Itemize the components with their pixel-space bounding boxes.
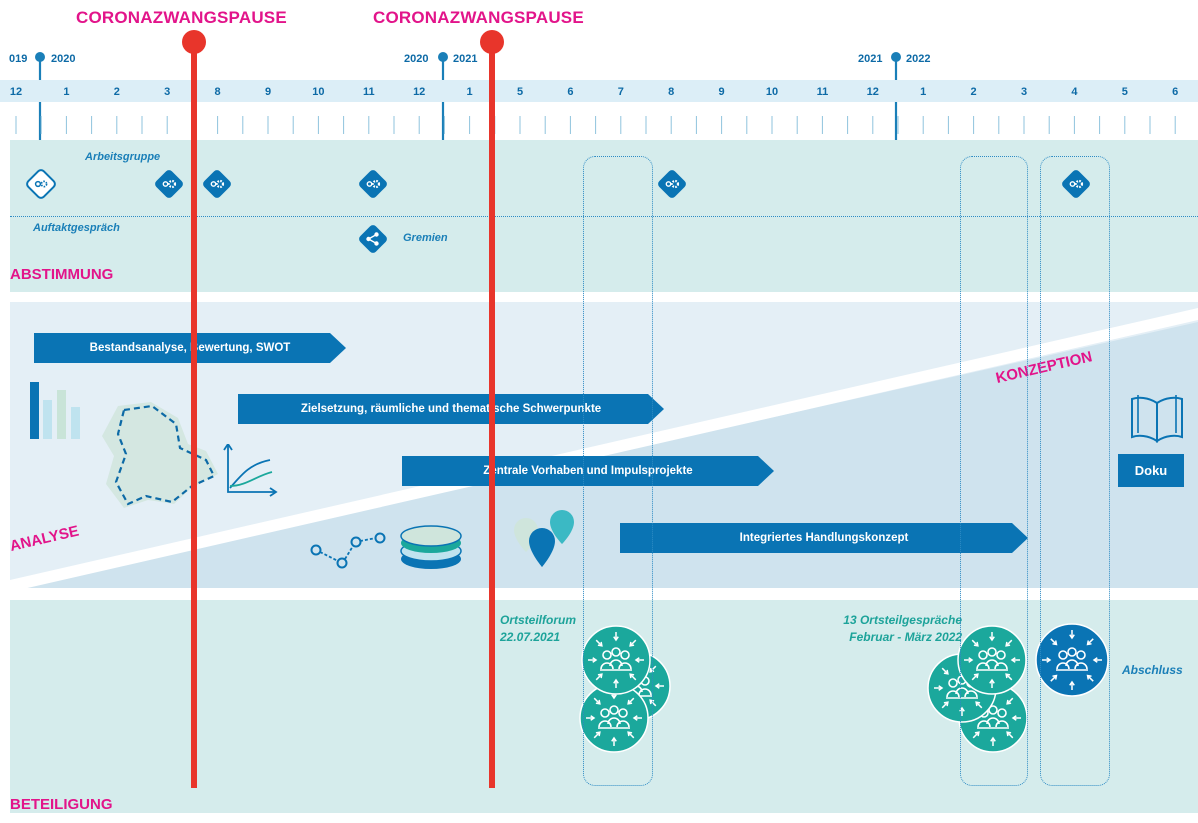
- gear-diamond-icon: [359, 170, 387, 198]
- month-label: 2: [113, 86, 120, 98]
- group-arrows-icon: [581, 625, 651, 695]
- gespraeche-title: 13 Ortsteilgespräche: [843, 613, 962, 627]
- map-pins-icon: [514, 510, 574, 567]
- month-label: 3: [164, 86, 171, 98]
- group-arrows-icon: [1035, 623, 1109, 697]
- phase-bar-zentrale-vorhaben: Zentrale Vorhaben und Impulsprojekte: [402, 456, 774, 486]
- phase-bar-zielsetzung: Zielsetzung, räumliche und thematische S…: [238, 394, 664, 424]
- share-diamond-icon: [359, 225, 387, 253]
- year-label-left-3: 2021: [858, 53, 883, 65]
- month-label: 12: [866, 86, 879, 98]
- year-label-left-1: 019: [9, 53, 28, 65]
- month-label: 5: [1121, 86, 1128, 98]
- month-label: 11: [816, 86, 829, 98]
- month-label: 11: [362, 86, 375, 98]
- bar-chart-icon: [30, 382, 80, 439]
- month-label: 6: [1172, 86, 1179, 98]
- group-arrows-icon: [957, 625, 1027, 695]
- arbeitsgruppe-label: Arbeitsgruppe: [85, 151, 161, 163]
- month-label: 3: [1020, 86, 1028, 98]
- month-label: 2: [970, 86, 977, 98]
- month-label: 8: [214, 86, 221, 98]
- gear-diamond-icon: [658, 170, 686, 198]
- month-label: 1: [466, 86, 473, 98]
- month-label: 5: [516, 86, 524, 98]
- month-label: 9: [718, 86, 725, 98]
- open-book-icon: [1131, 395, 1183, 443]
- phase-bar-bestandsanalyse: Bestandsanalyse, Bewertung, SWOT: [34, 333, 346, 363]
- ortsteilforum-title: Ortsteilforum: [500, 613, 577, 627]
- pause-label-2: CORONAZWANGSPAUSE: [373, 8, 584, 27]
- doku-box: Doku: [1118, 454, 1184, 487]
- year-label-right-3: 2022: [906, 53, 931, 65]
- pause-label-1: CORONAZWANGSPAUSE: [76, 8, 287, 27]
- month-label: 9: [264, 86, 272, 98]
- month-label: 4: [1071, 86, 1078, 98]
- gear-diamond-icon: [155, 170, 183, 198]
- line-graph-icon: [223, 444, 278, 497]
- ortsteilgespraeche-label: 13 Ortsteilgespräche Februar - März 2022: [804, 612, 962, 646]
- month-label: 1: [63, 86, 70, 98]
- month-label: 8: [668, 86, 675, 98]
- coin-stack-icon: [400, 525, 462, 569]
- gear-diamond-icon: [26, 169, 56, 199]
- ortsteilforum-label: Ortsteilforum 22.07.2021: [500, 612, 576, 646]
- month-strip: [0, 80, 1198, 102]
- month-label: 10: [312, 86, 325, 98]
- pause-line-2: [480, 30, 504, 788]
- path-nodes-icon: [310, 532, 386, 569]
- abstimmung-divider: [10, 216, 1198, 217]
- ortsteilforum-date: 22.07.2021: [500, 630, 561, 644]
- gear-diamond-icon: [203, 170, 231, 198]
- year-label-left-2: 2020: [404, 53, 429, 65]
- abschluss-label: Abschluss: [1122, 663, 1183, 677]
- map-outline-icon: [102, 402, 218, 508]
- gremien-label: Gremien: [403, 232, 448, 244]
- beteiligung-section-label: BETEILIGUNG: [10, 796, 113, 813]
- abstimmung-section-label: ABSTIMMUNG: [10, 266, 114, 283]
- month-label: 7: [617, 86, 624, 98]
- highlight-box-gespraeche: [960, 156, 1028, 786]
- highlight-box-abschluss: [1040, 156, 1110, 786]
- auftaktgespraech-label: Auftaktgespräch: [33, 222, 120, 234]
- month-label: 6: [567, 86, 574, 98]
- pause-line-1: [182, 30, 206, 788]
- year-label-right-2: 2021: [453, 53, 478, 65]
- month-label: 10: [765, 86, 779, 98]
- year-label-right-1: 2020: [51, 53, 76, 65]
- gespraeche-date: Februar - März 2022: [849, 630, 962, 644]
- month-label: 1: [920, 86, 927, 98]
- gear-diamond-icon: [1062, 170, 1090, 198]
- tick-ruler: [15, 116, 1176, 134]
- month-label: 12: [413, 86, 426, 98]
- month-label: 12: [9, 86, 23, 98]
- highlight-box-ortsteilforum: [583, 156, 653, 786]
